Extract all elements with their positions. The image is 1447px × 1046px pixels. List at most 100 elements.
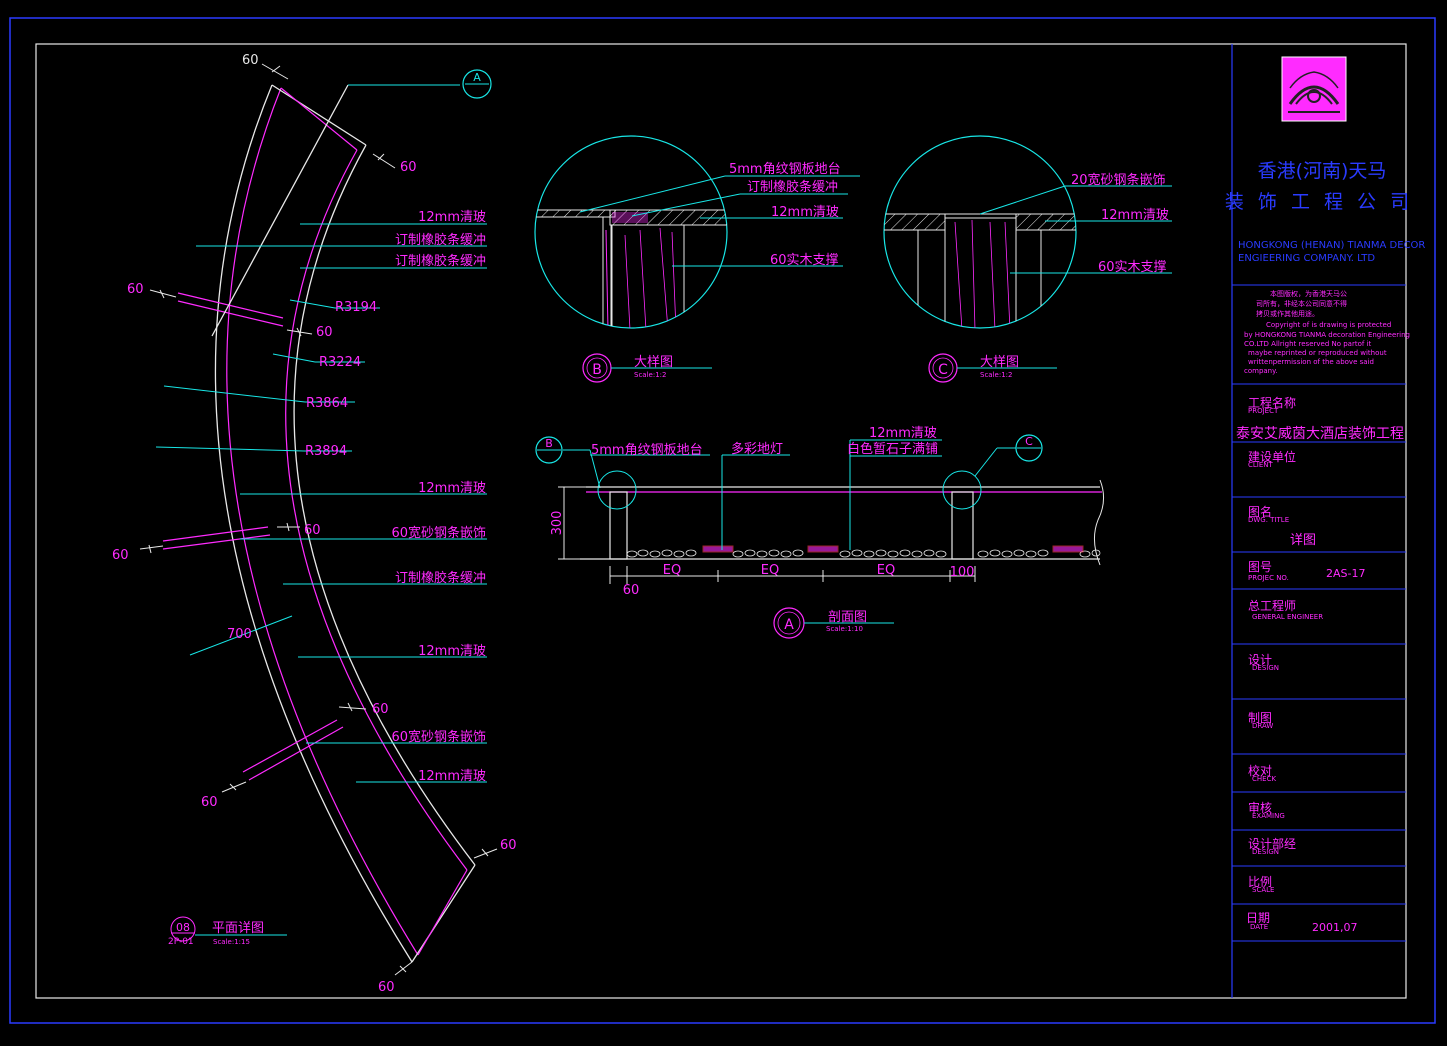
detail-b: 5mm角纹钢板地台 订制橡胶条缓冲 12mm清玻 60实木支撑 B 大样图 Sc…	[534, 135, 860, 383]
date-value: 2001,07	[1312, 921, 1358, 934]
section-dim: 60	[623, 583, 640, 598]
detail-b-tag: B	[592, 362, 602, 378]
section-label: 5mm角纹钢板地台	[591, 443, 703, 458]
plan-label: 订制橡胶条缓冲	[395, 253, 486, 269]
plan-dim-60: 60	[316, 325, 333, 340]
company-name-en-1: HONGKONG (HENAN) TIANMA DECOR	[1238, 240, 1425, 251]
plan-dim-700: 700	[227, 627, 252, 642]
plan-title: 平面详图	[212, 921, 264, 936]
plan-label: 12mm清玻	[418, 769, 486, 784]
plan-dim-60: 60	[400, 160, 417, 175]
client-label-cn: 建设单位	[1248, 449, 1296, 464]
plan-radius: R3224	[319, 355, 361, 370]
project-label-cn: 工程名称	[1248, 395, 1296, 410]
client-label-en: CLIENT	[1248, 461, 1274, 469]
company-name-cn-2: 装 饰 工 程 公 司	[1225, 191, 1413, 213]
detail-c: 20宽砂钢条嵌饰 12mm清玻 60实木支撑 C 大样图 Scale:1:2	[883, 135, 1172, 383]
floor-light	[702, 545, 1084, 553]
plan-label: 订制橡胶条缓冲	[395, 232, 486, 248]
plan-label: 12mm清玻	[418, 210, 486, 225]
project-label-en: PROJECT	[1248, 407, 1279, 415]
engineer-label-cn: 总工程师	[1248, 598, 1296, 613]
plan-outer-edge	[214, 84, 413, 963]
copyright-note: 本图版权，为香港天马公 司所有，非经本公司同意不得 拷贝或作其他用途。 Copy…	[1244, 289, 1410, 375]
copyright-en-line: by HONGKONG TIANMA decoration Engineerin…	[1244, 331, 1410, 339]
date-label-cn: 日期	[1246, 911, 1270, 925]
engineer-label-en: GENERAL ENGINEER	[1252, 613, 1323, 621]
inner-border	[35, 43, 1407, 999]
detail-c-label: 60实木支撑	[1098, 260, 1167, 275]
drawn-label-en: DRAW	[1252, 722, 1273, 730]
detail-c-label: 12mm清玻	[1101, 208, 1169, 223]
scale-label-en: SCALE	[1252, 886, 1274, 894]
dwg-number-label-cn: 图号	[1248, 560, 1272, 574]
outer-border	[9, 17, 1436, 1024]
plan-radius: R3864	[306, 396, 348, 411]
plan-label: 60宽砂钢条嵌饰	[391, 729, 486, 745]
plan-radius: R3194	[335, 300, 377, 315]
copyright-cn-line: 司所有，非经本公司同意不得	[1256, 299, 1347, 308]
section-marker-b: B	[545, 437, 553, 450]
section-label: 白色暂石子满铺	[847, 441, 938, 457]
plan-tag-sheet: 2P-01	[168, 937, 194, 947]
plan-section-marker: A	[473, 71, 481, 84]
plan-outer-rail	[226, 87, 419, 956]
detail-b-label: 订制橡胶条缓冲	[747, 179, 838, 195]
plan-label: 12mm清玻	[418, 481, 486, 496]
dwg-title-label-en: DWG. TITLE	[1248, 516, 1289, 524]
plan-dim-60: 60	[500, 838, 517, 853]
project-name: 泰安艾威茵大酒店装饰工程	[1236, 426, 1404, 442]
plan-label: 60宽砂钢条嵌饰	[391, 525, 486, 541]
plan-dim-60: 60	[112, 548, 129, 563]
section-tag: A	[784, 617, 794, 633]
section-marker-c: C	[1025, 435, 1033, 448]
copyright-cn-line: 本图版权，为香港天马公	[1270, 289, 1347, 298]
dept-label-cn: 设计部经	[1248, 836, 1296, 851]
detail-c-scale: Scale:1:2	[980, 371, 1012, 379]
section-label: 12mm清玻	[869, 426, 937, 441]
section-scale: Scale:1:10	[826, 625, 863, 633]
plan-dim-60: 60	[242, 53, 259, 68]
company-name-en-2: ENGIEERING COMPANY. LTD	[1238, 253, 1375, 264]
plan-scale: Scale:1:15	[213, 938, 250, 946]
company-logo	[1281, 56, 1347, 122]
section-dim: 100	[950, 565, 975, 580]
section-dim: EQ	[663, 563, 681, 578]
plan-dim-60: 60	[372, 702, 389, 717]
detail-c-title: 大样图	[980, 355, 1019, 370]
design-label-cn: 设计	[1248, 653, 1272, 667]
plan-inner-edge	[293, 144, 476, 866]
copyright-en-line: company.	[1244, 367, 1278, 375]
detail-c-tag: C	[938, 362, 948, 378]
plan-dim-60: 60	[127, 282, 144, 297]
copyright-cn-line: 拷贝或作其他用途。	[1256, 309, 1319, 318]
section-label: 多彩地灯	[731, 441, 783, 457]
exam-label-cn: 审核	[1248, 800, 1272, 815]
plan-dim-60: 60	[378, 980, 395, 995]
copyright-en-line: CO.LTD Allright reserved No partof it	[1244, 340, 1372, 348]
detail-b-label: 12mm清玻	[771, 205, 839, 220]
section-title: 剖面图	[828, 610, 867, 625]
date-label-en: DATE	[1250, 923, 1268, 931]
plan-dim-60: 60	[201, 795, 218, 810]
dwg-number-label-en: PROJEC NO.	[1248, 574, 1289, 582]
copyright-en-line: maybe reprinted or reproduced without	[1248, 349, 1387, 357]
check-label-cn: 校对	[1248, 763, 1272, 778]
drawn-label-cn: 制图	[1248, 711, 1272, 725]
detail-b-title: 大样图	[634, 355, 673, 370]
section-dim-height: 300	[550, 511, 565, 536]
dwg-title-value: 详图	[1290, 533, 1316, 548]
section-dim: EQ	[761, 563, 779, 578]
company-name-cn-1: 香港(河南)天马	[1258, 160, 1387, 182]
exam-label-en: EXAMING	[1252, 812, 1285, 820]
dept-label-en: DESIGN	[1252, 848, 1279, 856]
section-a: B C 5mm角纹钢板地台 多彩地灯 12mm清玻 白色暂石子满铺 300 EQ…	[535, 426, 1104, 639]
plan-detail: A	[112, 53, 517, 995]
check-label-en: CHECK	[1252, 775, 1276, 783]
section-dim: EQ	[877, 563, 895, 578]
detail-c-label: 20宽砂钢条嵌饰	[1071, 172, 1166, 188]
title-block: 香港(河南)天马 装 饰 工 程 公 司 HONGKONG (HENAN) TI…	[1225, 56, 1425, 942]
dwg-title-label-cn: 图名	[1248, 504, 1272, 519]
detail-b-label: 60实木支撑	[770, 253, 839, 268]
